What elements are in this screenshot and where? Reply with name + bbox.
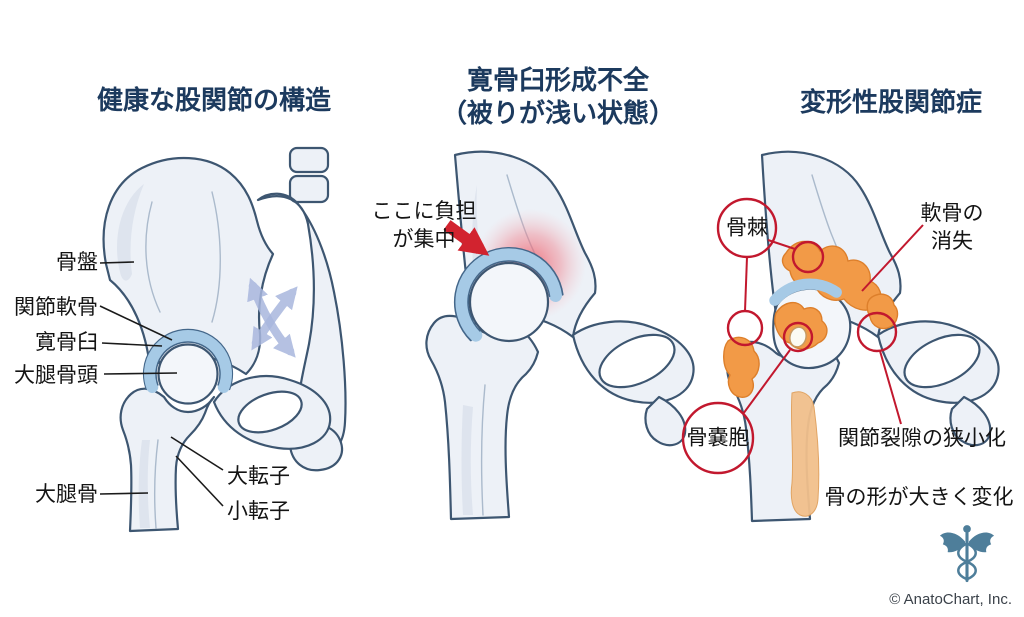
- panel-title-osteoarthritis: 変形性股関節症: [799, 87, 983, 117]
- ischium-bone: [949, 395, 992, 447]
- femoral-head: [468, 261, 550, 343]
- leader-acetabulum: [101, 342, 163, 347]
- leader-lesser-trochanter: [175, 455, 224, 507]
- osteophyte-patch-joint: [866, 293, 899, 330]
- osteophyte-patch-head: [774, 302, 828, 350]
- label-joint-space-narrowing: 関節裂隙の狭小化: [838, 427, 1006, 450]
- callout-line-joint-space: [879, 350, 902, 425]
- pelvis-detail-line: [211, 191, 221, 323]
- dysplasia-hip-illustration: [425, 150, 695, 521]
- cartilage-ring: [455, 248, 562, 342]
- femur-detail-line: [480, 384, 486, 516]
- osteoarthritis-hip-illustration: [681, 150, 1000, 523]
- label-lesser-trochanter: 小転子: [227, 500, 290, 523]
- ischium-bone: [644, 395, 687, 447]
- obturator-foramen: [237, 390, 303, 434]
- panel-title-healthy: 健康な股関節の構造: [96, 85, 332, 115]
- stress-note: ここに負担 が集中: [372, 198, 477, 254]
- cartilage-inner-edge: [467, 260, 551, 332]
- pelvis-detail-line: [145, 201, 161, 313]
- label-cartilage-loss-line1: 軟骨の: [920, 202, 984, 225]
- leader-femur: [99, 492, 149, 495]
- leader-pelvis: [99, 261, 135, 264]
- stress-note-line1: ここに負担: [371, 200, 477, 223]
- label-articular-cartilage: 関節軟骨: [14, 296, 98, 319]
- panel-title-dysplasia: 寛骨臼形成不全 （被りが浅い状態）: [441, 64, 675, 130]
- vertebra-block: [288, 174, 330, 204]
- label-osteophyte: 骨棘: [726, 216, 768, 240]
- osteophyte-patch-trochanter: [723, 336, 760, 398]
- callout-circle-joint-space: [856, 311, 898, 353]
- label-acetabulum: 寛骨臼: [35, 331, 98, 354]
- label-femur: 大腿骨: [35, 483, 98, 506]
- femur-shading: [461, 405, 473, 515]
- femoral-head: [157, 343, 219, 405]
- femur-shading: [138, 440, 150, 528]
- callout-circle-cyst: [782, 321, 814, 353]
- osteophyte-patch-femur: [790, 391, 820, 517]
- panel-title-dysplasia-line1: 寛骨臼形成不全: [466, 65, 650, 95]
- panel-title-dysplasia-line2: （被りが浅い状態）: [440, 98, 676, 128]
- leader-cartilage: [99, 305, 173, 341]
- label-pelvis: 骨盤: [56, 251, 98, 274]
- cartilage-ring: [144, 330, 232, 393]
- callout-line-cartilage-loss: [861, 224, 924, 292]
- callout-line-spur-top: [767, 239, 796, 250]
- leader-femoral-head: [103, 372, 178, 375]
- cartilage-remnant: [769, 278, 842, 306]
- healthy-hip-illustration: [99, 146, 347, 533]
- copyright-text: © AnatoChart, Inc.: [889, 591, 1012, 608]
- pelvis-shading: [117, 184, 144, 281]
- bone-cyst-label-circle: [681, 401, 755, 475]
- femur-detail-line: [153, 439, 159, 529]
- label-cartilage-loss: 軟骨の 消失: [921, 200, 984, 256]
- vertebra-block: [288, 146, 330, 174]
- label-bone-cyst: 骨嚢胞: [686, 426, 750, 450]
- femur-bone: [119, 387, 216, 533]
- leader-lines: [99, 261, 224, 507]
- cartilage-inner-edge: [155, 341, 221, 386]
- label-bone-deformation: 骨の形が大きく変化: [824, 486, 1014, 509]
- obturator-foramen: [903, 333, 981, 389]
- stress-arrow-icon: [443, 220, 490, 256]
- callout-circle-spur-top: [791, 240, 825, 274]
- callout-line-spur-left: [744, 256, 748, 312]
- leader-greater-trochanter: [170, 436, 224, 471]
- label-greater-trochanter: 大転子: [227, 465, 290, 488]
- callout-line-cyst: [742, 349, 791, 415]
- caduceus-icon: [939, 525, 995, 583]
- obturator-foramen: [598, 333, 676, 389]
- stress-note-line2: が集中: [392, 228, 456, 251]
- label-femoral-head: 大腿骨頭: [14, 364, 98, 387]
- label-cartilage-loss-line2: 消失: [931, 230, 973, 253]
- motion-arrows-icon: [247, 277, 298, 358]
- callout-markers: [681, 197, 924, 475]
- bone-cyst: [789, 326, 807, 348]
